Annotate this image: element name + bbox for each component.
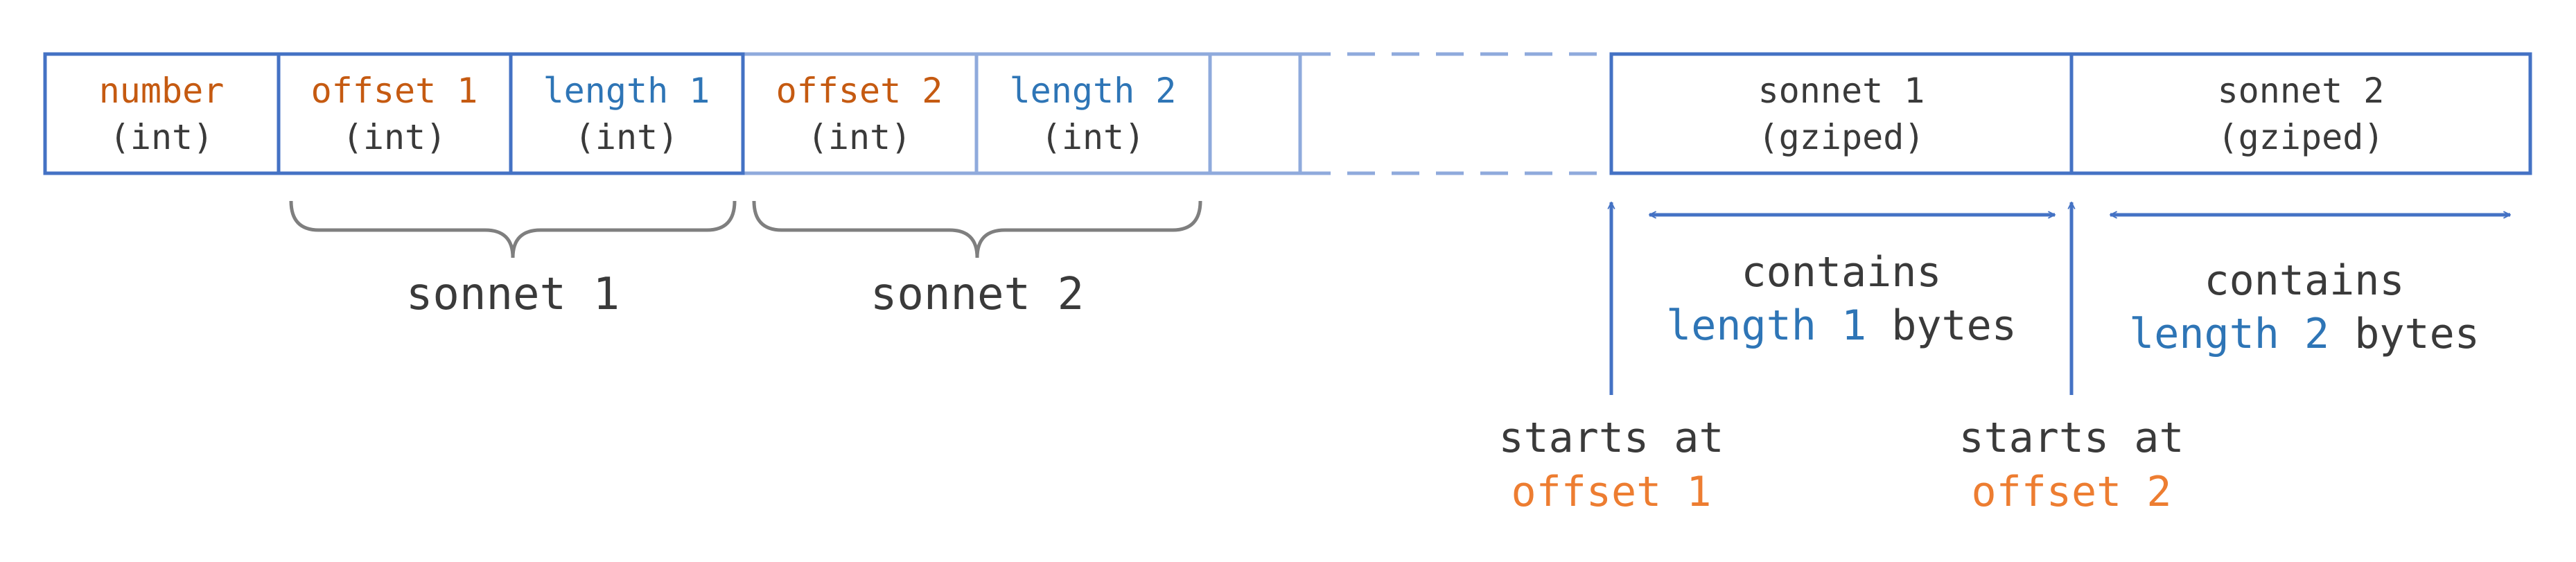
length-1-annotation-line1: contains: [1742, 248, 1942, 297]
header-cell-length-1-box: [509, 52, 745, 175]
brace-sonnet-1: [289, 200, 737, 258]
length-2-annotation-line2: length 2 bytes: [2129, 310, 2480, 358]
length-1-highlight: length 1: [1666, 301, 1866, 350]
data-cell-sonnet-1-type: (gziped): [1758, 117, 1925, 157]
length-2-highlight: length 2: [2129, 310, 2329, 358]
header-cell-length-1-type: (int): [575, 117, 679, 157]
annotations: contains length 1 bytes contains length …: [1498, 248, 2479, 516]
header-cell-length-1-name: length 1: [543, 71, 710, 111]
brace-label-sonnet-1: sonnet 1: [406, 269, 620, 320]
data-table: sonnet 1 (gziped) sonnet 2 (gziped): [1609, 52, 2532, 175]
braces: sonnet 1 sonnet 2: [289, 200, 1202, 320]
data-cell-sonnet-1-name: sonnet 1: [1758, 71, 1925, 111]
header-cell-length-2-type: (int): [1041, 117, 1146, 157]
length-2-suffix: bytes: [2329, 310, 2480, 358]
length-1-annotation-line2: length 1 bytes: [1666, 301, 2017, 350]
data-cell-sonnet-2-name: sonnet 2: [2218, 71, 2385, 111]
offset-1-annotation-highlight: offset 1: [1512, 468, 1712, 516]
header-cell-offset-1-name: offset 1: [311, 71, 478, 111]
data-cell-sonnet-2-type: (gziped): [2218, 117, 2385, 157]
header-cell-offset-2-type: (int): [807, 117, 912, 157]
data-cell-sonnet-2-box: [2069, 52, 2532, 175]
header-cell-offset-1-type: (int): [342, 117, 447, 157]
offset-2-annotation-line1: starts at: [1959, 414, 2184, 462]
header-cell-number-name: number: [99, 71, 225, 111]
brace-label-sonnet-2: sonnet 2: [870, 269, 1084, 320]
offset-2-annotation-highlight: offset 2: [1972, 468, 2172, 516]
header-cell-length-2-name: length 2: [1010, 71, 1177, 111]
arrows: [1611, 202, 2510, 395]
offset-1-annotation-line1: starts at: [1498, 414, 1724, 462]
length-2-annotation-line1: contains: [2205, 256, 2405, 305]
header-cell-offset-2-name: offset 2: [776, 71, 943, 111]
brace-sonnet-2: [752, 200, 1202, 258]
header-table: number (int) offset 1 (int) length 1 (in…: [43, 52, 1611, 175]
length-1-suffix: bytes: [1866, 301, 2017, 350]
header-cell-number-type: (int): [109, 117, 214, 157]
header-cell-empty-box: [1208, 52, 1302, 175]
